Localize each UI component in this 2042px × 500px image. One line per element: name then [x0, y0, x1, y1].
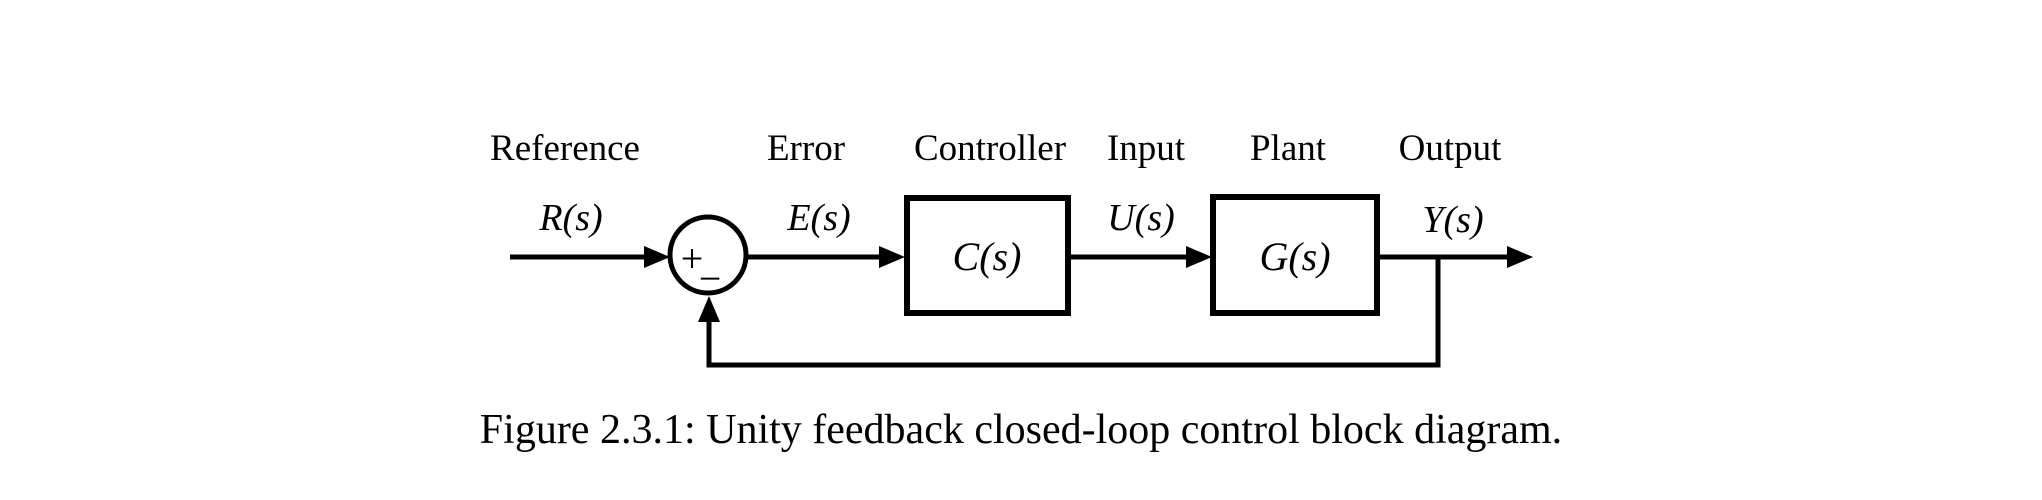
signal-label-error: E(s) [786, 197, 850, 239]
stage-label-error: Error [767, 128, 845, 169]
input-arrowhead-icon [1186, 246, 1212, 268]
stage-label-output: Output [1399, 128, 1503, 169]
summing-minus-sign: − [699, 256, 722, 301]
figure-caption: Figure 2.3.1: Unity feedback closed-loop… [480, 407, 1562, 453]
stage-label-controller: Controller [914, 128, 1066, 169]
output-arrowhead-icon [1507, 246, 1533, 268]
signal-label-input: U(s) [1107, 197, 1175, 239]
feedback-wire [706, 257, 1441, 368]
plant-block [1210, 194, 1380, 316]
error-arrowhead-icon [879, 246, 905, 268]
stage-label-reference: Reference [490, 128, 640, 169]
controller-block [904, 195, 1071, 316]
signal-label-reference: R(s) [538, 197, 602, 239]
summing-plus-sign: + [681, 236, 704, 281]
plant-block-label: G(s) [1259, 234, 1330, 279]
summing-junction-circle [667, 214, 749, 296]
reference-arrowhead-icon [644, 246, 670, 268]
stage-label-plant: Plant [1250, 128, 1327, 169]
stage-label-input: Input [1107, 128, 1186, 169]
controller-block-label: C(s) [953, 234, 1022, 279]
feedback-arrowhead-icon [698, 296, 720, 322]
signal-label-output: Y(s) [1422, 199, 1483, 241]
